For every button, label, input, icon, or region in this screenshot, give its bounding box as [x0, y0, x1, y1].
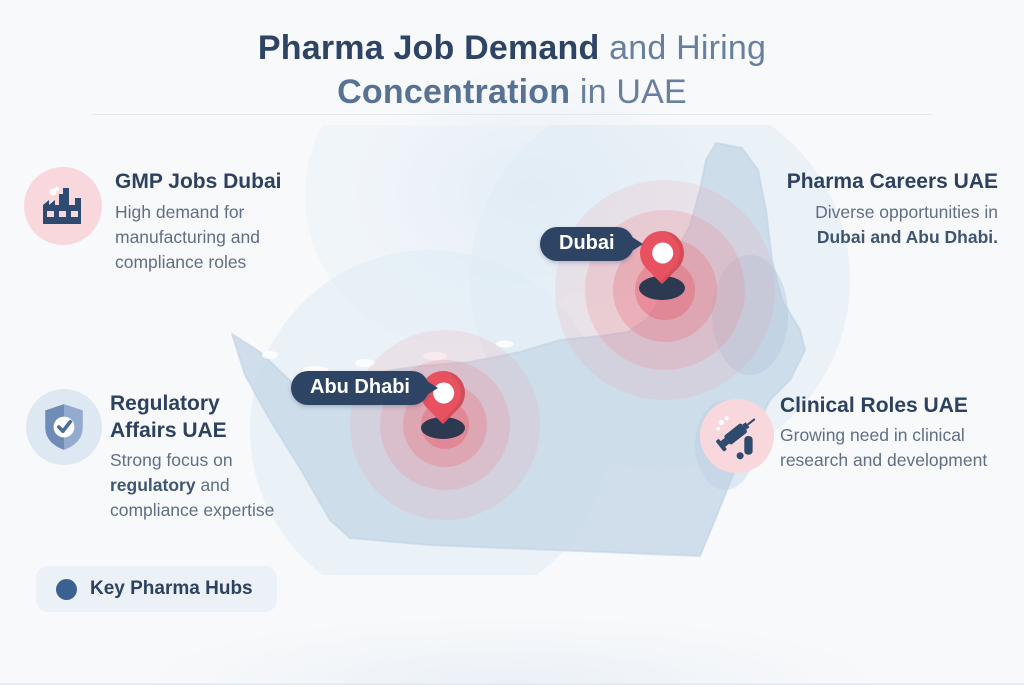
legend-label: Key Pharma Hubs [90, 578, 253, 599]
island-speck [355, 359, 375, 367]
syringe-icon [716, 416, 756, 460]
gmp-icon-circle [24, 167, 102, 245]
shield-check-icon [45, 404, 83, 450]
title-line-2: Concentration in UAE [337, 73, 687, 111]
island-speck [423, 352, 447, 360]
uae-silhouette [231, 142, 806, 557]
regulatory-icon-circle [26, 389, 102, 465]
regulatory-body: Strong focus on regulatory and complianc… [110, 450, 275, 520]
regulatory-heading: Regulatory Affairs UAE [110, 392, 227, 442]
island-speck [496, 340, 514, 348]
island-speck [262, 351, 278, 359]
gmp-heading: GMP Jobs Dubai [115, 170, 282, 193]
dubai-label: Dubai [540, 227, 643, 261]
map-wash-top [305, 125, 605, 345]
uae-map [231, 125, 850, 575]
title-line-1: Pharma Job Demand and Hiring [257, 29, 767, 67]
abu-dhabi-label: Abu Dhabi [291, 371, 438, 405]
clinical-icon-circle [700, 399, 774, 473]
legend-key-pharma-hubs: Key Pharma Hubs [36, 566, 277, 612]
careers-body: Diverse opportunities in Dubai and Abu D… [815, 202, 998, 247]
careers-heading: Pharma Careers UAE [786, 170, 998, 193]
factory-icon [43, 186, 81, 224]
clinical-heading: Clinical Roles UAE [780, 394, 968, 417]
clinical-body: Growing need in clinical research and de… [780, 425, 988, 470]
map-patch-east [712, 255, 788, 375]
gmp-body: High demand for manufacturing and compli… [115, 202, 260, 272]
title-divider [92, 114, 932, 115]
abu-dhabi-pin-shadow [421, 417, 465, 439]
page-title: Pharma Job Demand and Hiring Concentrati… [0, 26, 1024, 114]
hub-dot-icon [56, 578, 77, 600]
